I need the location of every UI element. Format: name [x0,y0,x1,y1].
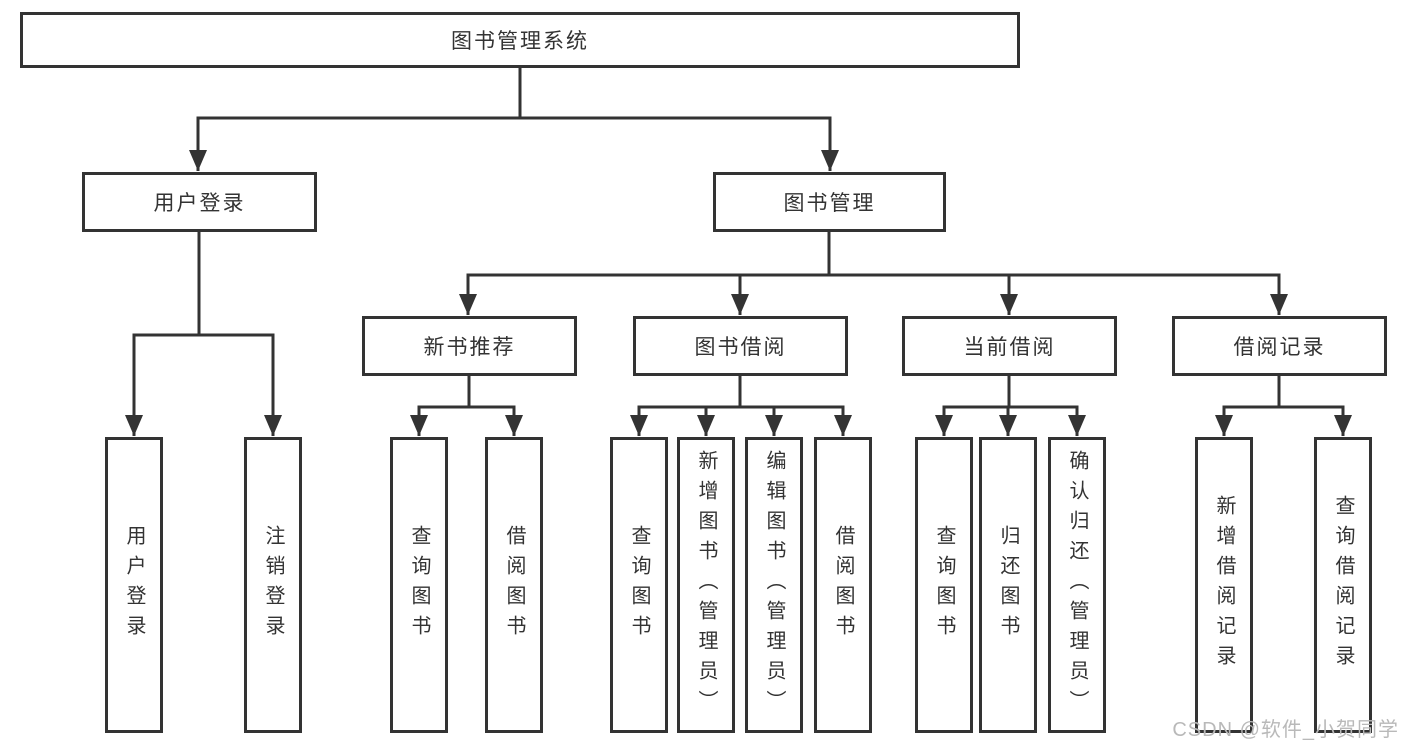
leaf-query-books-current-label: 查询图书 [933,525,955,645]
leaf-add-books-admin-label: 新增图书（管理员） [695,450,717,720]
node-new-book-recommend: 新书推荐 [362,316,577,376]
node-borrow-records-label: 借阅记录 [1233,336,1326,359]
leaf-return-books: 归还图书 [979,437,1037,733]
node-book-management: 图书管理 [713,172,946,232]
leaf-query-books-current: 查询图书 [915,437,973,733]
leaf-query-books-recommend: 查询图书 [390,437,448,733]
node-book-borrow-label: 图书借阅 [694,336,787,359]
leaf-borrow-books-recommend-label: 借阅图书 [503,525,525,645]
leaf-query-borrow-record: 查询借阅记录 [1314,437,1372,733]
leaf-logout-label: 注销登录 [262,525,284,645]
leaf-confirm-return-admin: 确认归还（管理员） [1048,437,1106,733]
leaf-borrow-books-recommend: 借阅图书 [485,437,543,733]
node-borrow-records: 借阅记录 [1172,316,1387,376]
node-user-login-label: 用户登录 [153,192,246,215]
node-new-book-recommend-label: 新书推荐 [423,336,516,359]
node-current-borrow: 当前借阅 [902,316,1117,376]
connector-book-borrow [630,376,852,436]
connector-current-borrow [935,376,1086,436]
connector-new-book-recommend [410,376,523,436]
node-root-library-system: 图书管理系统 [20,12,1020,68]
leaf-logout: 注销登录 [244,437,302,733]
leaf-borrow-books: 借阅图书 [814,437,872,733]
node-book-management-label: 图书管理 [783,192,876,215]
connector-root [189,68,839,171]
leaf-user-login: 用户登录 [105,437,163,733]
leaf-query-books-recommend-label: 查询图书 [408,525,430,645]
leaf-add-borrow-record-label: 新增借阅记录 [1213,495,1235,675]
leaf-query-books-borrow-label: 查询图书 [628,525,650,645]
leaf-edit-books-admin-label: 编辑图书（管理员） [763,450,785,720]
node-user-login: 用户登录 [82,172,317,232]
leaf-edit-books-admin: 编辑图书（管理员） [745,437,803,733]
leaf-return-books-label: 归还图书 [997,525,1019,645]
leaf-user-login-label: 用户登录 [123,525,145,645]
leaf-query-books-borrow: 查询图书 [610,437,668,733]
node-current-borrow-label: 当前借阅 [963,336,1056,359]
leaf-add-borrow-record: 新增借阅记录 [1195,437,1253,733]
leaf-confirm-return-admin-label: 确认归还（管理员） [1066,450,1088,720]
csdn-watermark: CSDN @软件_小贺同学 [1172,719,1399,741]
leaf-add-books-admin: 新增图书（管理员） [677,437,735,733]
connector-user-login [125,232,282,436]
node-root-label: 图书管理系统 [451,30,589,53]
node-book-borrow: 图书借阅 [633,316,848,376]
connector-borrow-records [1215,376,1352,436]
leaf-borrow-books-label: 借阅图书 [832,525,854,645]
leaf-query-borrow-record-label: 查询借阅记录 [1332,495,1354,675]
connector-book-management [459,232,1288,315]
